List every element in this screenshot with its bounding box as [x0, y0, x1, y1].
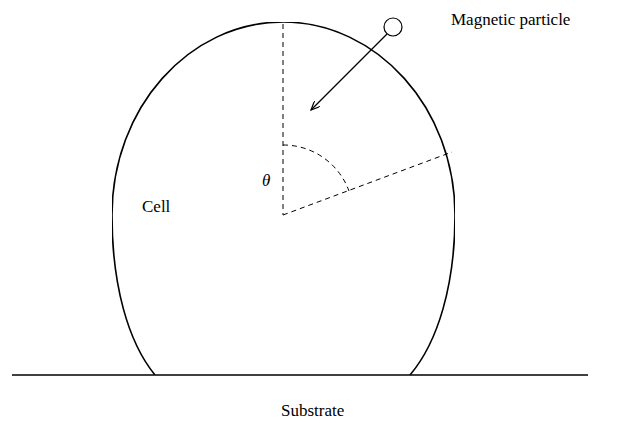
cell-membrane [112, 22, 455, 375]
radial-line [283, 152, 452, 215]
force-arrow [311, 34, 387, 110]
vertical-axis [283, 24, 284, 215]
substrate-label: Substrate [281, 402, 344, 419]
cell-body: Cell [112, 22, 455, 375]
angle-arc [283, 145, 349, 191]
cell-label: Cell [142, 198, 170, 215]
substrate-line [12, 374, 588, 376]
magnetic-particle [384, 18, 402, 36]
particle-label: Magnetic particle [451, 11, 570, 28]
angle-label: θ [262, 172, 270, 189]
